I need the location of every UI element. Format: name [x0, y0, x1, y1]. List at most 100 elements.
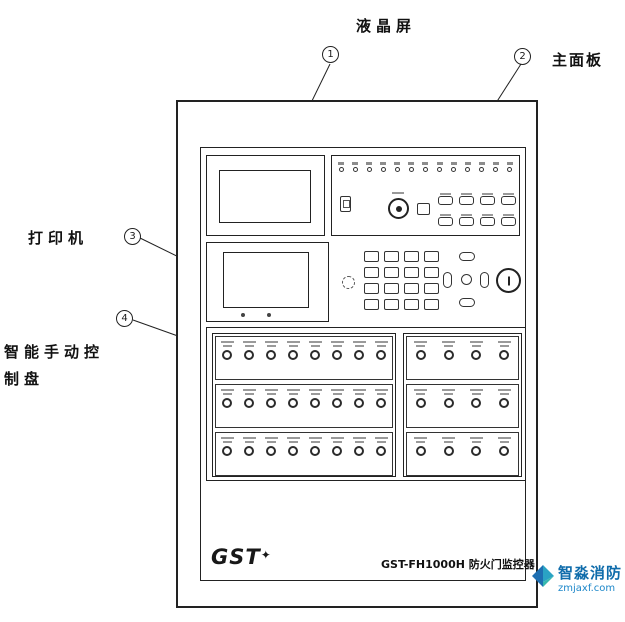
manual-control-button: [308, 341, 322, 360]
indicator-label-mark: [380, 162, 387, 165]
button-label-mark: [461, 193, 472, 195]
manual-control-button: [242, 389, 256, 408]
indicator-led: [394, 162, 401, 172]
indicator-led-dot: [394, 167, 400, 172]
label-mark: [264, 341, 278, 343]
button-ring: [443, 446, 454, 456]
manual-button-row: [215, 432, 393, 476]
indicator-led: [422, 162, 429, 172]
indicator-label-mark: [352, 162, 359, 165]
indicator-led-dot: [408, 167, 414, 172]
label-main-panel: 主面板: [552, 53, 604, 69]
keypad-key: [424, 299, 439, 310]
button-ring: [310, 398, 320, 408]
button-label-mark: [482, 214, 493, 216]
button-ring: [499, 446, 510, 456]
label-mark: [497, 437, 511, 439]
label-mark: [308, 389, 322, 391]
label-mark: [469, 389, 483, 391]
manual-control-button: [330, 437, 344, 456]
button-ring: [354, 446, 364, 456]
manual-button-row: [215, 384, 393, 428]
button-label-mark: [503, 214, 514, 216]
manual-button-row: [406, 384, 519, 428]
arrow-pad: [443, 252, 490, 308]
label-mark: [220, 437, 234, 439]
main-panel-button: [480, 193, 495, 205]
label-mark: [376, 441, 386, 443]
button-ring: [415, 446, 426, 456]
manual-control-button: [220, 389, 234, 408]
manual-control-button: [242, 341, 256, 360]
manual-control-button: [264, 437, 278, 456]
label-mark: [330, 437, 344, 439]
label-mark: [242, 341, 256, 343]
indicator-led-dot: [352, 167, 358, 172]
label-mark: [330, 341, 344, 343]
label-mark: [264, 389, 278, 391]
label-mark: [286, 341, 300, 343]
button-ring: [376, 446, 386, 456]
label-printer: 打印机: [28, 231, 89, 247]
button-ring: [443, 398, 454, 408]
manual-control-button: [330, 341, 344, 360]
manual-control-button: [469, 341, 483, 360]
label-mark: [352, 341, 366, 343]
main-panel-module: [331, 155, 520, 236]
manual-control-button: [264, 341, 278, 360]
gst-logo-star-icon: ✦: [260, 548, 272, 562]
label-mark: [497, 341, 511, 343]
button-ring: [266, 398, 276, 408]
button-ring: [499, 398, 510, 408]
button-ring: [443, 350, 454, 360]
button-ring: [376, 350, 386, 360]
label-mark: [220, 389, 234, 391]
button-ring: [244, 446, 254, 456]
indicator-led: [450, 162, 457, 172]
manual-control-button: [442, 437, 456, 456]
label-mark: [310, 393, 320, 395]
printer-dot: [267, 313, 271, 317]
label-mark: [264, 437, 278, 439]
manual-control-button: [374, 341, 388, 360]
gst-logo: GST✦: [211, 545, 272, 569]
callout-4: 4: [116, 310, 133, 327]
button-ring: [244, 398, 254, 408]
indicator-led: [408, 162, 415, 172]
button-ring: [332, 398, 342, 408]
dial-label-mark: [392, 192, 404, 194]
key-slot-icon: [340, 196, 351, 212]
manual-control-button: [497, 389, 511, 408]
button-face: [438, 217, 453, 226]
keypad: [364, 251, 439, 310]
label-mark: [416, 345, 426, 347]
label-mark: [222, 345, 232, 347]
keypad-key: [404, 267, 419, 278]
keypad-key: [404, 299, 419, 310]
label-mark: [308, 437, 322, 439]
label-mark: [332, 441, 342, 443]
watermark: 智淼消防 zmjaxf.com: [531, 564, 622, 594]
main-panel-button: [459, 214, 474, 226]
manual-control-button: [352, 389, 366, 408]
main-panel-button: [438, 214, 453, 226]
label-mark: [286, 437, 300, 439]
model-label: GST-FH1000H 防火门监控器: [381, 558, 535, 571]
indicator-led-dot: [422, 167, 428, 172]
printer-dot: [241, 313, 245, 317]
manual-control-button: [414, 341, 428, 360]
button-face: [438, 196, 453, 205]
label-mark: [414, 389, 428, 391]
label-mark: [444, 345, 454, 347]
button-label-mark: [503, 193, 514, 195]
keypad-key: [424, 267, 439, 278]
manual-control-button: [308, 389, 322, 408]
label-mark: [414, 437, 428, 439]
label-mark: [352, 437, 366, 439]
small-square-button: [417, 203, 430, 215]
button-ring: [332, 350, 342, 360]
label-mark: [442, 341, 456, 343]
callout-1: 1: [322, 46, 339, 63]
button-face: [459, 196, 474, 205]
